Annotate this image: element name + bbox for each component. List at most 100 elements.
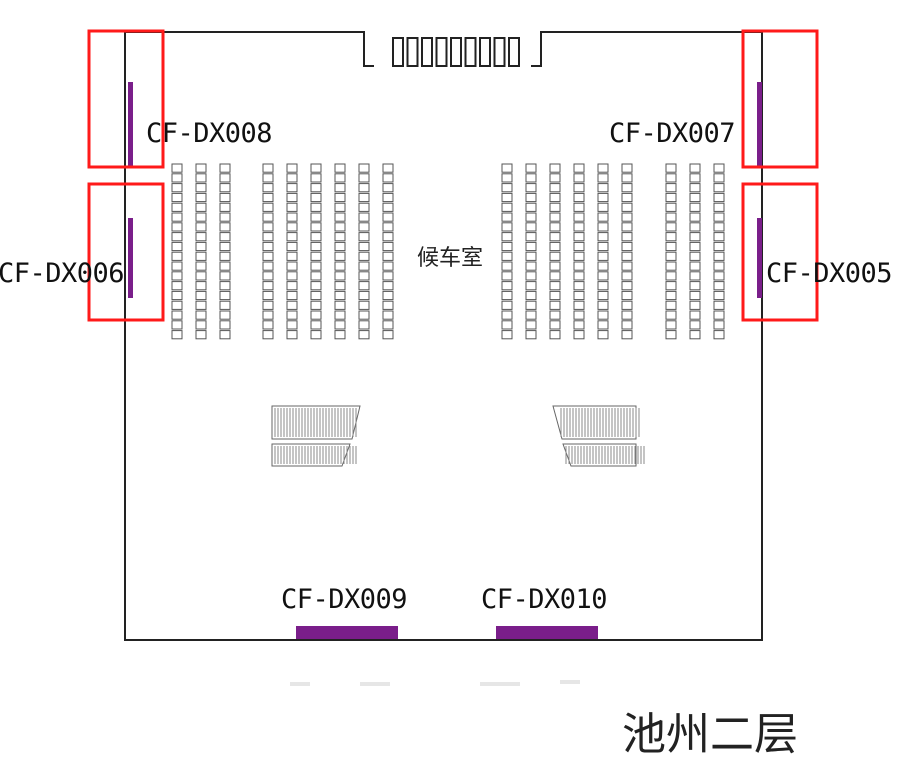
seat — [549, 330, 561, 340]
seat — [358, 163, 370, 173]
seat — [501, 281, 513, 291]
seat — [382, 192, 394, 203]
seat — [171, 261, 183, 271]
seat — [573, 281, 585, 291]
seat — [262, 212, 274, 222]
seat — [262, 320, 274, 330]
seat — [501, 173, 513, 183]
seat — [310, 300, 322, 310]
seat — [573, 330, 585, 340]
seat — [286, 300, 298, 310]
seat — [573, 232, 585, 242]
seat — [171, 271, 183, 281]
seat — [665, 241, 677, 252]
seat — [262, 173, 274, 183]
seat — [621, 261, 633, 271]
seat — [713, 192, 725, 203]
seat — [262, 163, 274, 173]
seat — [665, 192, 677, 203]
wall-top-left — [124, 31, 763, 641]
seat — [597, 173, 609, 183]
seat — [195, 222, 207, 232]
seat — [525, 241, 537, 252]
seat — [621, 232, 633, 242]
seat — [219, 202, 231, 212]
seat — [665, 271, 677, 281]
seat — [621, 320, 633, 330]
seat — [219, 192, 231, 203]
seat — [310, 320, 322, 330]
seat — [358, 232, 370, 242]
seat — [286, 330, 298, 340]
seat — [501, 251, 513, 261]
seat — [525, 261, 537, 271]
seat — [286, 271, 298, 281]
seat — [597, 222, 609, 232]
seat — [171, 251, 183, 261]
seat — [171, 173, 183, 183]
seat — [549, 212, 561, 222]
seat — [262, 290, 274, 301]
seat — [286, 290, 298, 301]
seat — [689, 271, 701, 281]
seat — [549, 202, 561, 212]
seat — [334, 222, 346, 232]
entrance-door — [464, 37, 477, 67]
seat — [195, 290, 207, 301]
seat — [358, 300, 370, 310]
seat — [689, 251, 701, 261]
seat — [525, 320, 537, 330]
seat — [219, 173, 231, 183]
seat — [665, 290, 677, 301]
seat — [621, 241, 633, 252]
seat — [549, 241, 561, 252]
seat — [713, 173, 725, 183]
seat — [334, 212, 346, 222]
seat — [665, 202, 677, 212]
entrance-door — [508, 37, 520, 67]
highlight-box-cf-dx008 — [87, 29, 165, 169]
seat — [219, 222, 231, 232]
seat — [262, 241, 274, 252]
highlight-boxes — [87, 29, 819, 322]
seat — [219, 290, 231, 301]
seat — [665, 330, 677, 340]
highlight-box-cf-dx006 — [87, 182, 165, 322]
seat — [334, 300, 346, 310]
seat — [358, 202, 370, 212]
seat — [597, 232, 609, 242]
seat — [689, 330, 701, 340]
seat — [713, 202, 725, 212]
seat — [219, 300, 231, 310]
seat — [358, 222, 370, 232]
seat — [171, 202, 183, 212]
seat — [286, 173, 298, 183]
seat — [195, 330, 207, 340]
seat — [286, 202, 298, 212]
seat — [501, 241, 513, 252]
seat — [713, 183, 725, 193]
seat — [334, 183, 346, 193]
seat — [358, 212, 370, 222]
seat — [195, 173, 207, 183]
seat — [597, 163, 609, 173]
seat — [501, 320, 513, 330]
seat — [171, 192, 183, 203]
seat — [286, 232, 298, 242]
seat — [382, 232, 394, 242]
seat — [621, 300, 633, 310]
seat — [597, 281, 609, 291]
seat — [665, 320, 677, 330]
seat — [689, 163, 701, 173]
seat — [262, 202, 274, 212]
seat — [713, 320, 725, 330]
seat — [310, 290, 322, 301]
seat — [262, 300, 274, 310]
seat — [573, 222, 585, 232]
seat — [597, 261, 609, 271]
seat — [382, 212, 394, 222]
seat — [621, 290, 633, 301]
devices — [128, 82, 762, 639]
seat — [573, 261, 585, 271]
seat — [573, 241, 585, 252]
